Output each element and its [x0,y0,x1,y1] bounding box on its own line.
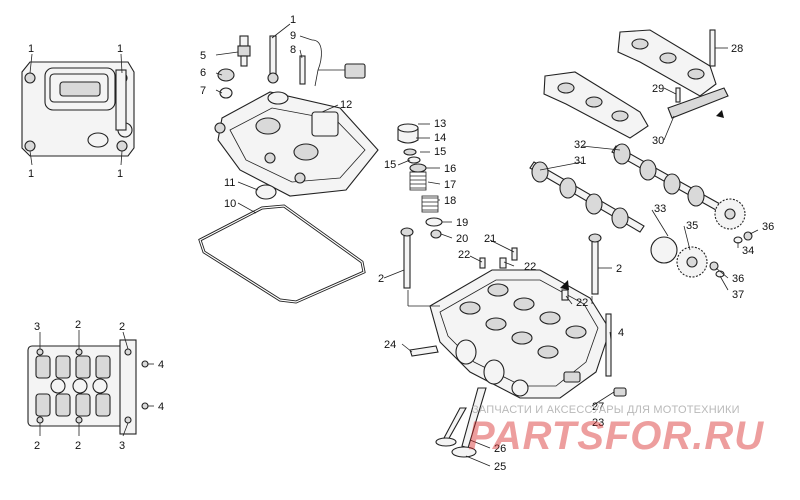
label-22: 22 [576,297,588,309]
label-2: 2 [34,440,40,452]
plug [613,387,627,397]
label-22: 22 [524,261,536,273]
label-29: 29 [652,83,664,95]
label-15: 15 [434,146,446,158]
cover-gasket [198,204,366,304]
dowel [479,257,486,269]
label-26: 26 [494,443,506,455]
dowel [511,247,518,261]
label-4: 4 [618,327,624,339]
label-15: 15 [384,159,396,171]
camshaft-intake [529,161,645,233]
label-22: 22 [458,249,470,261]
cover-seal [255,184,277,200]
cover-top-view [21,61,135,157]
label-33: 33 [654,203,666,215]
cam-flange [650,236,678,264]
label-6: 6 [200,67,206,79]
label-1: 1 [290,14,296,26]
watermark-logo: PARTSFOR.RU [468,414,765,458]
cap-bolt [709,29,716,67]
head-bolt [403,231,411,289]
washer [219,87,233,99]
label-1: 1 [28,168,34,180]
label-13: 13 [434,118,446,130]
label-35: 35 [686,220,698,232]
label-3: 3 [119,440,125,452]
label-4: 4 [158,401,164,413]
label-1: 1 [117,168,123,180]
label-31: 31 [574,155,586,167]
watermark-subtitle: ЗАПЧАСТИ И АКСЕССУАРЫ ДЛЯ МОТОТЕХНИКИ [472,404,740,416]
dowel [499,257,507,269]
dowel [561,289,569,301]
label-12: 12 [340,99,352,111]
label-36: 36 [762,221,774,233]
label-2: 2 [75,440,81,452]
valve-train-stack [397,123,443,239]
label-30: 30 [652,135,664,147]
label-27: 27 [592,401,604,413]
label-2: 2 [75,319,81,331]
spark-plug [237,35,251,67]
chain-guide-cap [667,87,729,119]
valves [435,387,487,458]
plug-seal [217,68,235,82]
bolt [299,55,306,85]
label-21: 21 [484,233,496,245]
label-24: 24 [384,339,396,351]
label-10: 10 [224,198,236,210]
label-9: 9 [290,30,296,42]
label-17: 17 [444,179,456,191]
label-36: 36 [732,273,744,285]
arrow-marker [560,280,569,290]
camshaft-cap-upper [617,29,717,97]
label-3: 3 [34,321,40,333]
plug-cap [267,35,279,84]
arrow-marker [716,110,724,118]
label-2: 2 [119,321,125,333]
locating-pin [675,87,681,103]
exhaust-stud [409,345,439,357]
label-1: 1 [28,43,34,55]
wire-connector [344,63,366,79]
label-7: 7 [200,85,206,97]
label-23: 23 [592,417,604,429]
label-1: 1 [117,43,123,55]
label-34: 34 [742,245,754,257]
label-14: 14 [434,132,446,144]
label-25: 25 [494,461,506,473]
stud [605,313,612,377]
label-8: 8 [290,44,296,56]
label-32: 32 [574,139,586,151]
label-28: 28 [731,43,743,55]
head-bottom-view [27,339,149,435]
label-4: 4 [158,359,164,371]
camshaft-cap-lower [543,71,649,139]
head-bolt [591,237,599,295]
label-18: 18 [444,195,456,207]
label-2: 2 [378,273,384,285]
label-16: 16 [444,163,456,175]
valve-cover [214,91,379,197]
label-37: 37 [732,289,744,301]
wire [311,39,322,87]
cylinder-head [429,269,611,399]
camshaft-exhaust [611,143,721,211]
label-5: 5 [200,50,206,62]
label-19: 19 [456,217,468,229]
label-11: 11 [224,177,235,189]
label-20: 20 [456,233,468,245]
label-2: 2 [616,263,622,275]
